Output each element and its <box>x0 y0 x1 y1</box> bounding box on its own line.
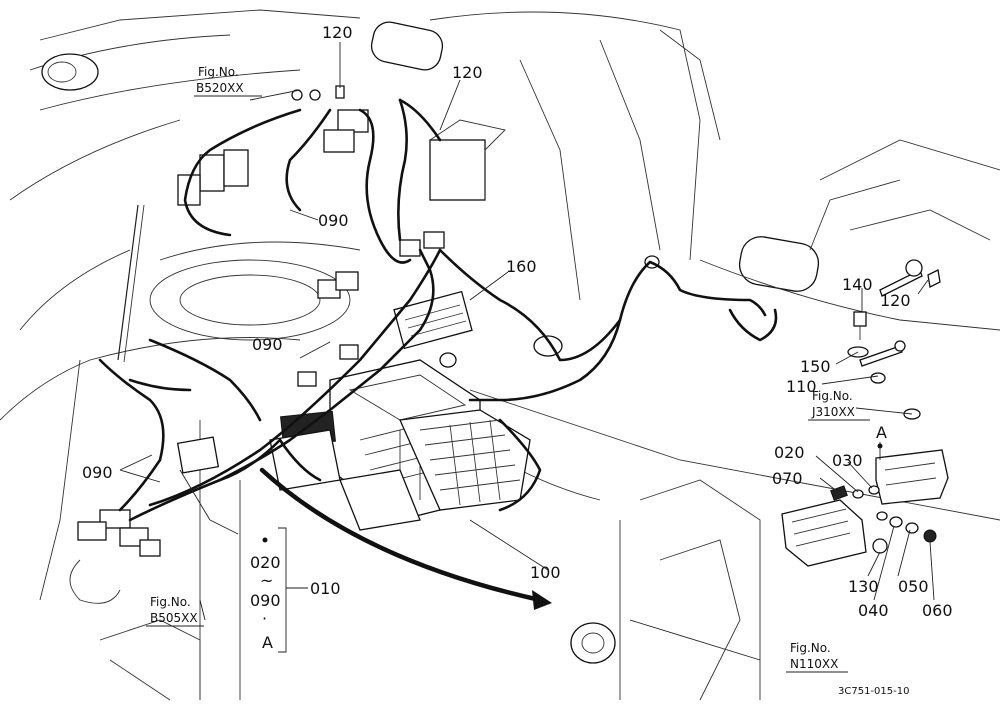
callout-130: 130 <box>848 577 879 596</box>
work-lamp-top <box>370 21 444 71</box>
callout-030: 030 <box>832 451 863 470</box>
callout-090-left: 090 <box>252 335 283 354</box>
svg-text:Fig.No.: Fig.No. <box>150 595 191 609</box>
svg-text:A: A <box>262 633 273 652</box>
callout-060: 060 <box>922 601 953 620</box>
callout-020: 020 <box>774 443 805 462</box>
fuse-box <box>269 359 531 531</box>
fig-ref-b505: Fig.No. B505XX <box>146 595 204 627</box>
callout-090-bottom: 090 <box>82 463 113 482</box>
callout-120-top: 120 <box>322 23 353 42</box>
detail-a-parts <box>781 449 949 567</box>
svg-text:N110XX: N110XX <box>790 657 838 671</box>
steering-wheel <box>149 259 351 341</box>
connector-n110 <box>570 622 616 664</box>
fig-ref-n110: Fig.No. N110XX <box>786 641 848 673</box>
kit-range: 020 ~ 090 · A <box>250 537 281 652</box>
callout-120-mid: 120 <box>452 63 483 82</box>
svg-text:B520XX: B520XX <box>196 81 244 95</box>
connector-b505 <box>176 436 220 474</box>
svg-text:090: 090 <box>250 591 281 610</box>
work-lamp-right <box>738 236 820 292</box>
callout-numbers: 120 120 090 160 090 090 140 120 150 110 … <box>82 23 953 620</box>
drawing-code: 3C751-015-10 <box>838 686 909 697</box>
callout-050: 050 <box>898 577 929 596</box>
main-harness <box>98 98 778 522</box>
callout-090-center: 090 <box>318 211 349 230</box>
controller-070 <box>781 499 867 567</box>
svg-text:·: · <box>262 609 267 628</box>
fig-ref-b520: Fig.No. B520XX <box>194 65 262 97</box>
headlight-left <box>41 53 99 91</box>
svg-text:B505XX: B505XX <box>150 611 198 625</box>
svg-text:J310XX: J310XX <box>811 405 855 419</box>
callout-150: 150 <box>800 357 831 376</box>
upper-connectors <box>77 85 660 557</box>
callout-120-right: 120 <box>880 291 911 310</box>
callout-140: 140 <box>842 275 873 294</box>
callout-070: 070 <box>772 469 803 488</box>
callout-010: 010 <box>310 579 341 598</box>
callout-160: 160 <box>506 257 537 276</box>
clip-housing-a <box>875 449 949 505</box>
callout-100: 100 <box>530 563 561 582</box>
svg-text:Fig.No.: Fig.No. <box>790 641 831 655</box>
svg-text:Fig.No.: Fig.No. <box>198 65 239 79</box>
svg-text:Fig.No.: Fig.No. <box>812 389 853 403</box>
leader-lines <box>119 42 935 661</box>
callout-110: 110 <box>786 377 817 396</box>
control-unit-upper <box>429 139 486 201</box>
callout-040: 040 <box>858 601 889 620</box>
detail-a-label: A <box>876 423 887 442</box>
svg-text:020: 020 <box>250 553 281 572</box>
wiper-blade <box>117 204 139 361</box>
fig-ref-j310: Fig.No. J310XX <box>808 389 870 421</box>
svg-text:~: ~ <box>260 571 273 590</box>
routing-arrow <box>259 467 552 610</box>
